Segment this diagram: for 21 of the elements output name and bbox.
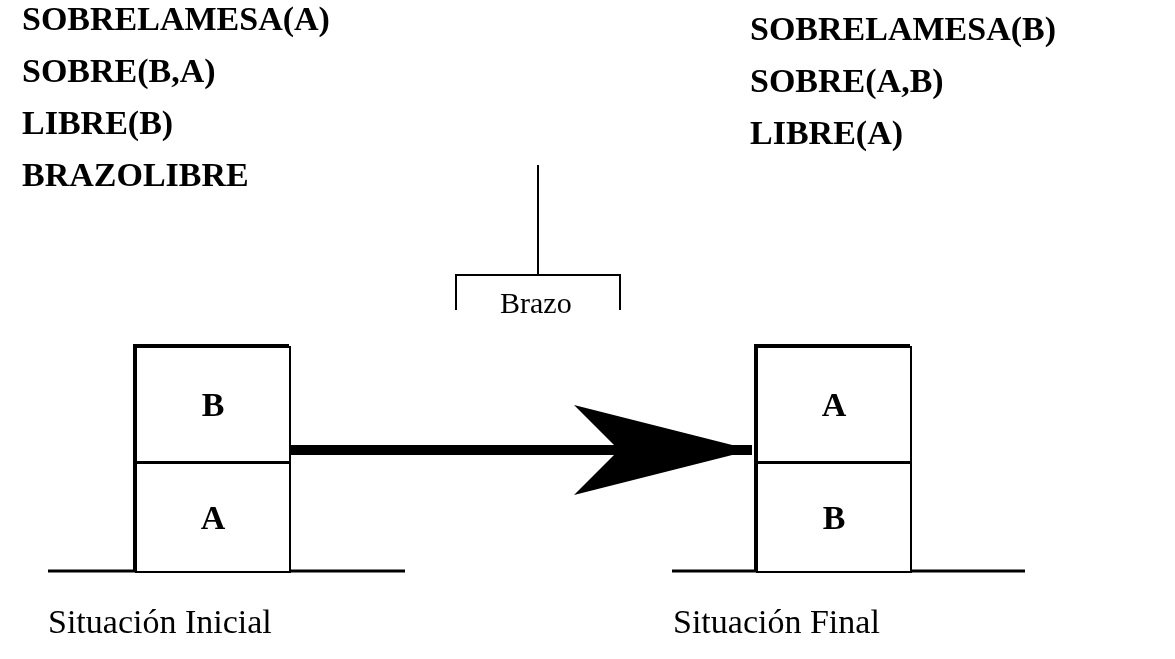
arrow [291,405,752,495]
block-box [135,462,291,573]
state-predicate: SOBRE(A,B) [750,64,944,98]
situation-label: Situación Inicial [48,605,272,639]
state-predicate: LIBRE(A) [750,116,904,150]
block-box [135,346,291,463]
situation-label: Situación Final [673,605,880,639]
block-label: A [200,498,226,538]
block-label: B [201,385,225,425]
state-predicate: SOBRELAMESA(B) [750,12,1057,46]
block-stack [133,344,289,571]
state-predicate: LIBRE(B) [22,106,174,140]
block-stack [754,344,910,571]
state-predicate: SOBRE(B,A) [22,54,216,88]
block-box [756,462,912,573]
block-label: A [821,385,847,425]
arm-label: Brazo [500,288,572,318]
state-predicate: BRAZOLIBRE [22,158,249,192]
state-predicate: SOBRELAMESA(A) [22,2,330,36]
block-box [756,346,912,463]
block-label: B [822,498,846,538]
